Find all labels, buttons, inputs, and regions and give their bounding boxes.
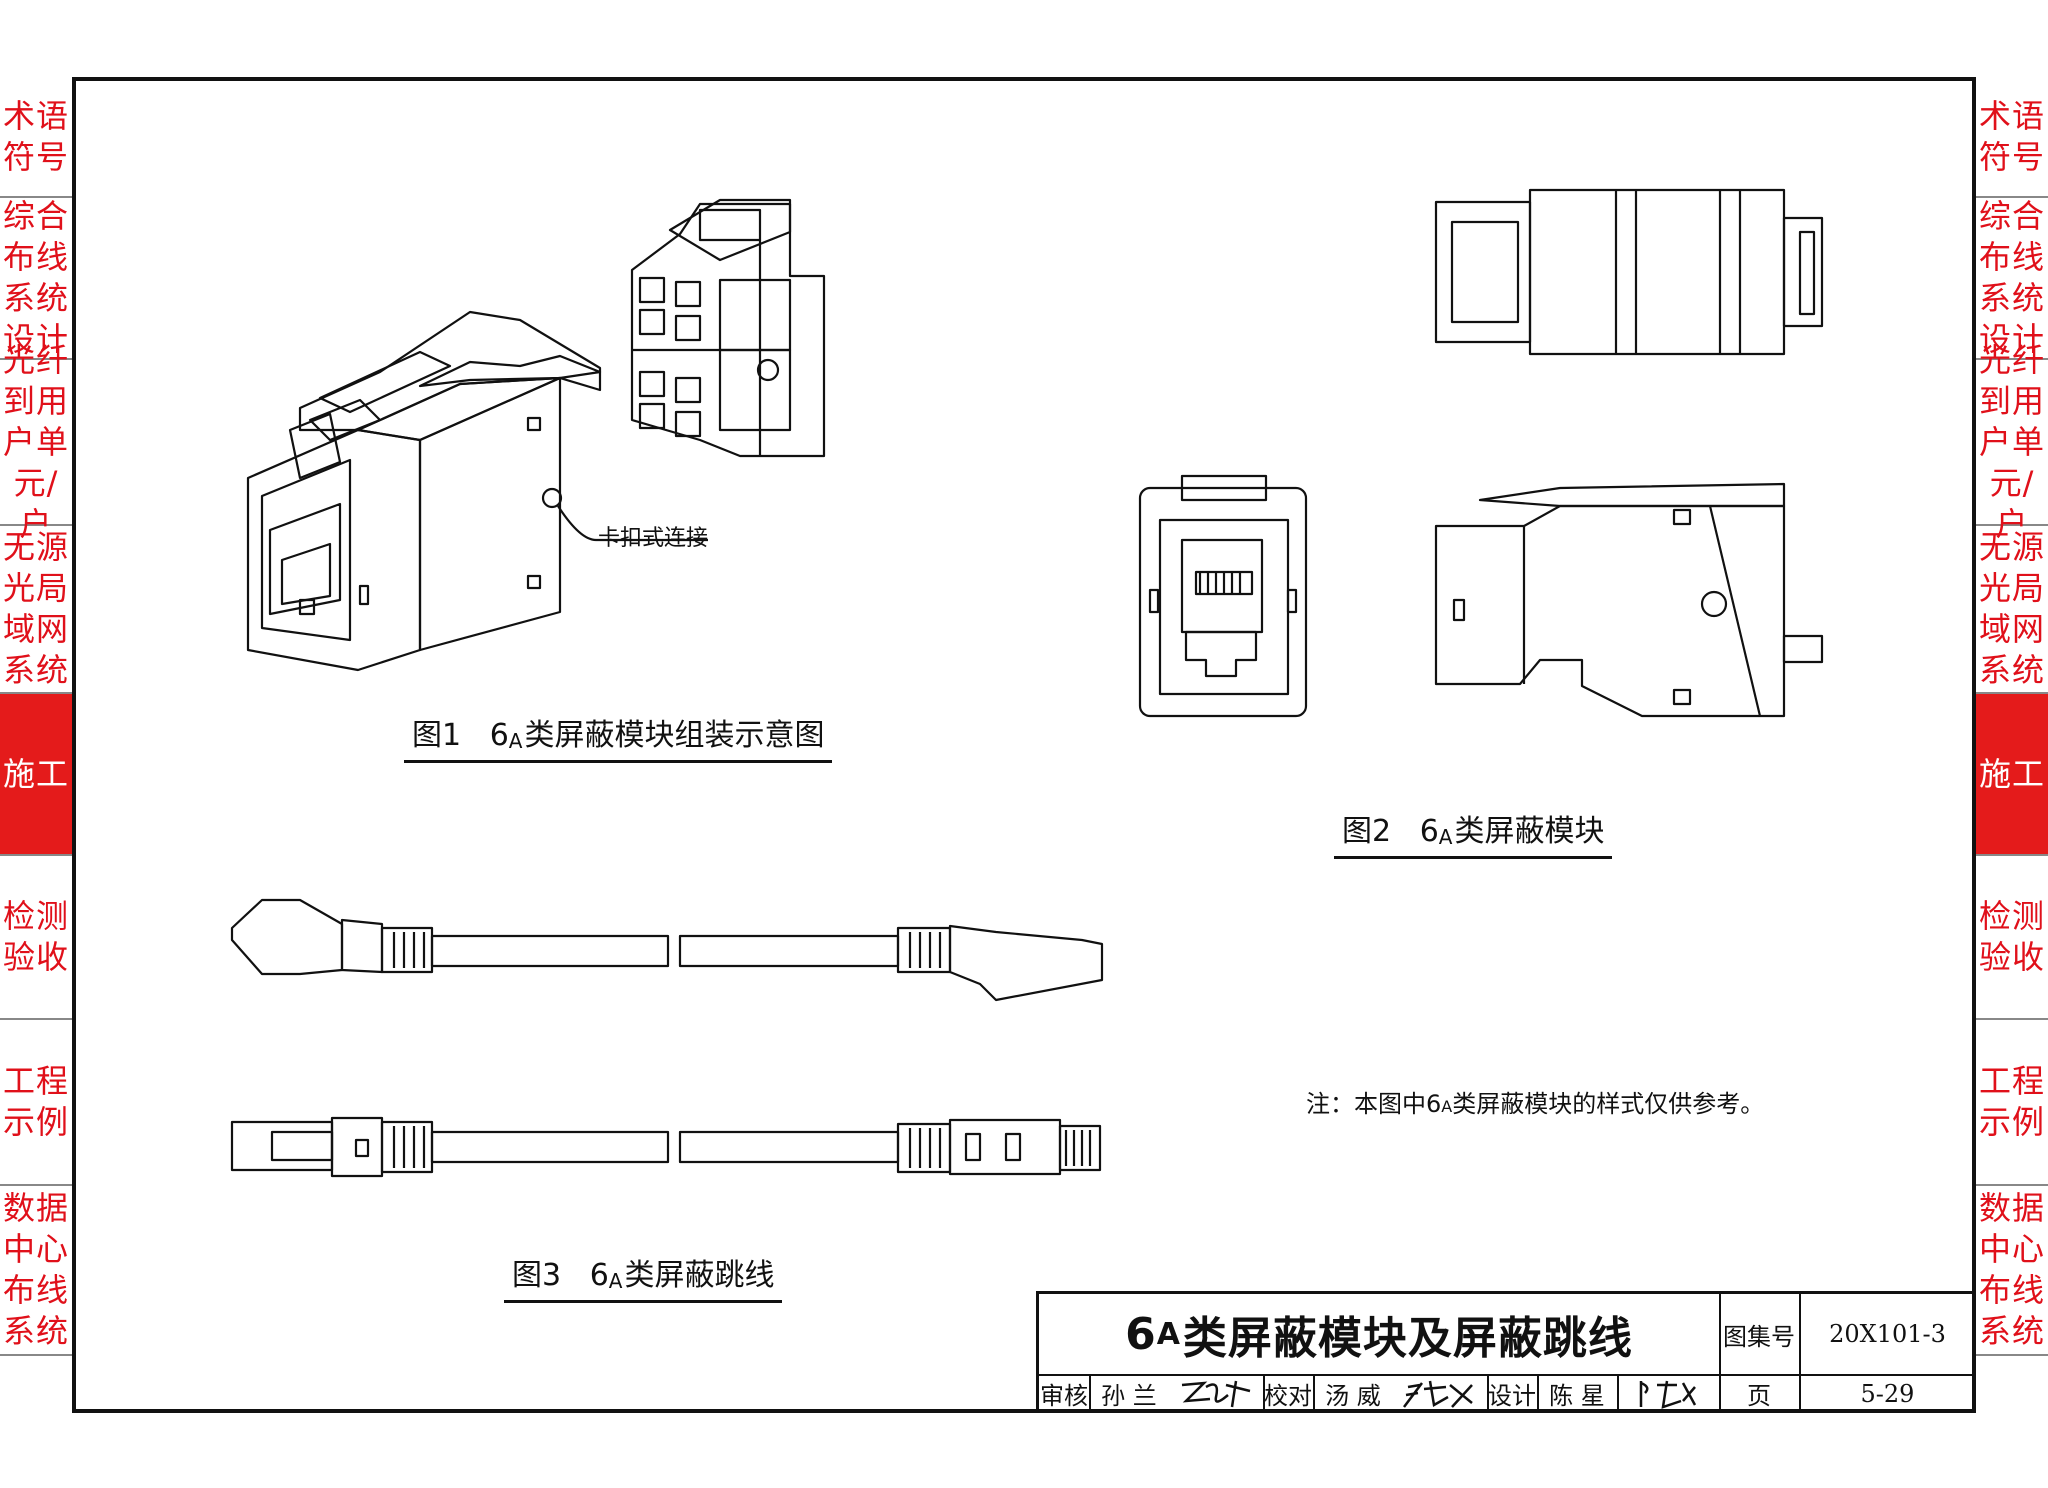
- review-signature: [1169, 1374, 1263, 1413]
- module-top-view-drawing: [1434, 188, 1824, 356]
- side-tab-left-2[interactable]: 综合布线系统设计: [0, 197, 72, 360]
- module-rear-block-drawing: [630, 198, 826, 458]
- side-tab-left-7[interactable]: 工程示例: [0, 1020, 72, 1186]
- figure2-text: 类屏蔽模块: [1454, 814, 1605, 849]
- sig-divider-5: [1537, 1374, 1539, 1413]
- side-tab-right-4[interactable]: 无源光局域网系统: [1976, 526, 2048, 694]
- side-tab-right-7[interactable]: 工程示例: [1976, 1020, 2048, 1186]
- sig-divider-3: [1313, 1374, 1315, 1413]
- figure2-sub: A: [1438, 825, 1453, 849]
- drawing-title-prefix: 6: [1125, 1308, 1157, 1360]
- patch-cord-top-drawing: [230, 1116, 1102, 1178]
- module-side-view-drawing: [1434, 482, 1824, 718]
- design-name: 陈 星: [1549, 1382, 1605, 1410]
- page-number: 5-29: [1860, 1379, 1915, 1408]
- review-name: 孙 兰: [1101, 1382, 1157, 1410]
- sig-divider-4: [1487, 1374, 1489, 1413]
- side-tab-right-2[interactable]: 综合布线系统设计: [1976, 197, 2048, 360]
- title-row-divider: [1039, 1374, 1976, 1376]
- module-front-view-drawing: [1138, 474, 1308, 718]
- figure3-caption: 图3 6A类屏蔽跳线: [504, 1250, 783, 1303]
- page-label: 页: [1747, 1382, 1771, 1410]
- figure3-num: 图3: [512, 1258, 562, 1293]
- figure1-num: 图1: [412, 718, 462, 753]
- design-label: 设计: [1488, 1382, 1536, 1410]
- note-after: 类屏蔽模块的样式仅供参考。: [1452, 1090, 1765, 1118]
- figure2-num: 图2: [1342, 814, 1392, 849]
- atlas-number: 20X101-3: [1829, 1320, 1946, 1348]
- sig-divider-6: [1617, 1374, 1619, 1413]
- side-tab-right-8[interactable]: 数据中心布线系统: [1976, 1186, 2048, 1356]
- figure3-prefix: 6: [589, 1258, 609, 1293]
- check-name: 汤 威: [1325, 1382, 1381, 1410]
- figure3-text: 类屏蔽跳线: [624, 1258, 775, 1293]
- side-tab-left-4[interactable]: 无源光局域网系统: [0, 526, 72, 694]
- side-tab-right-5[interactable]: 施工: [1976, 694, 2048, 856]
- side-tab-right-6[interactable]: 检测验收: [1976, 856, 2048, 1020]
- review-label: 审核: [1040, 1382, 1088, 1410]
- design-signature-mark: [1639, 1380, 1697, 1409]
- check-label: 校对: [1264, 1382, 1312, 1410]
- title-col-divider-1: [1719, 1294, 1721, 1413]
- figure2-caption: 图2 6A类屏蔽模块: [1334, 806, 1613, 859]
- check-signature: [1393, 1374, 1487, 1413]
- sig-divider-2: [1263, 1374, 1265, 1413]
- drawing-title-sub: A: [1156, 1316, 1181, 1352]
- note-before: 注：本图中6: [1306, 1090, 1442, 1118]
- patch-cord-side-drawing: [230, 898, 1104, 1002]
- reference-note: 注：本图中6A类屏蔽模块的样式仅供参考。: [1306, 1084, 1764, 1119]
- figure1-caption: 图1 6A类屏蔽模块组装示意图: [404, 710, 833, 763]
- figure1-text: 类屏蔽模块组装示意图: [524, 718, 825, 753]
- drawing-frame: [72, 77, 1976, 1413]
- figure1-sub: A: [508, 729, 523, 753]
- design-signature: [1617, 1374, 1719, 1413]
- figure3-sub: A: [608, 1269, 623, 1293]
- side-tab-left-6[interactable]: 检测验收: [0, 856, 72, 1020]
- note-sub: A: [1441, 1097, 1453, 1116]
- title-col-divider-2: [1799, 1294, 1801, 1413]
- sig-divider-1: [1089, 1374, 1091, 1413]
- side-tab-right-1[interactable]: 术语符号: [1976, 78, 2048, 198]
- atlas-label: 图集号: [1723, 1322, 1795, 1351]
- drawing-title-text: 类屏蔽模块及屏蔽跳线: [1182, 1313, 1633, 1364]
- side-tab-left-5[interactable]: 施工: [0, 694, 72, 856]
- figure1-prefix: 6: [489, 718, 509, 753]
- side-tab-left-1[interactable]: 术语符号: [0, 78, 72, 198]
- figure2-prefix: 6: [1419, 814, 1439, 849]
- check-signature-mark: [1403, 1380, 1473, 1408]
- snap-fit-callout: 卡扣式连接: [598, 526, 709, 551]
- shielded-module-iso-drawing: [246, 310, 708, 672]
- side-tab-left-8[interactable]: 数据中心布线系统: [0, 1186, 72, 1356]
- review-signature-mark: [1181, 1380, 1251, 1407]
